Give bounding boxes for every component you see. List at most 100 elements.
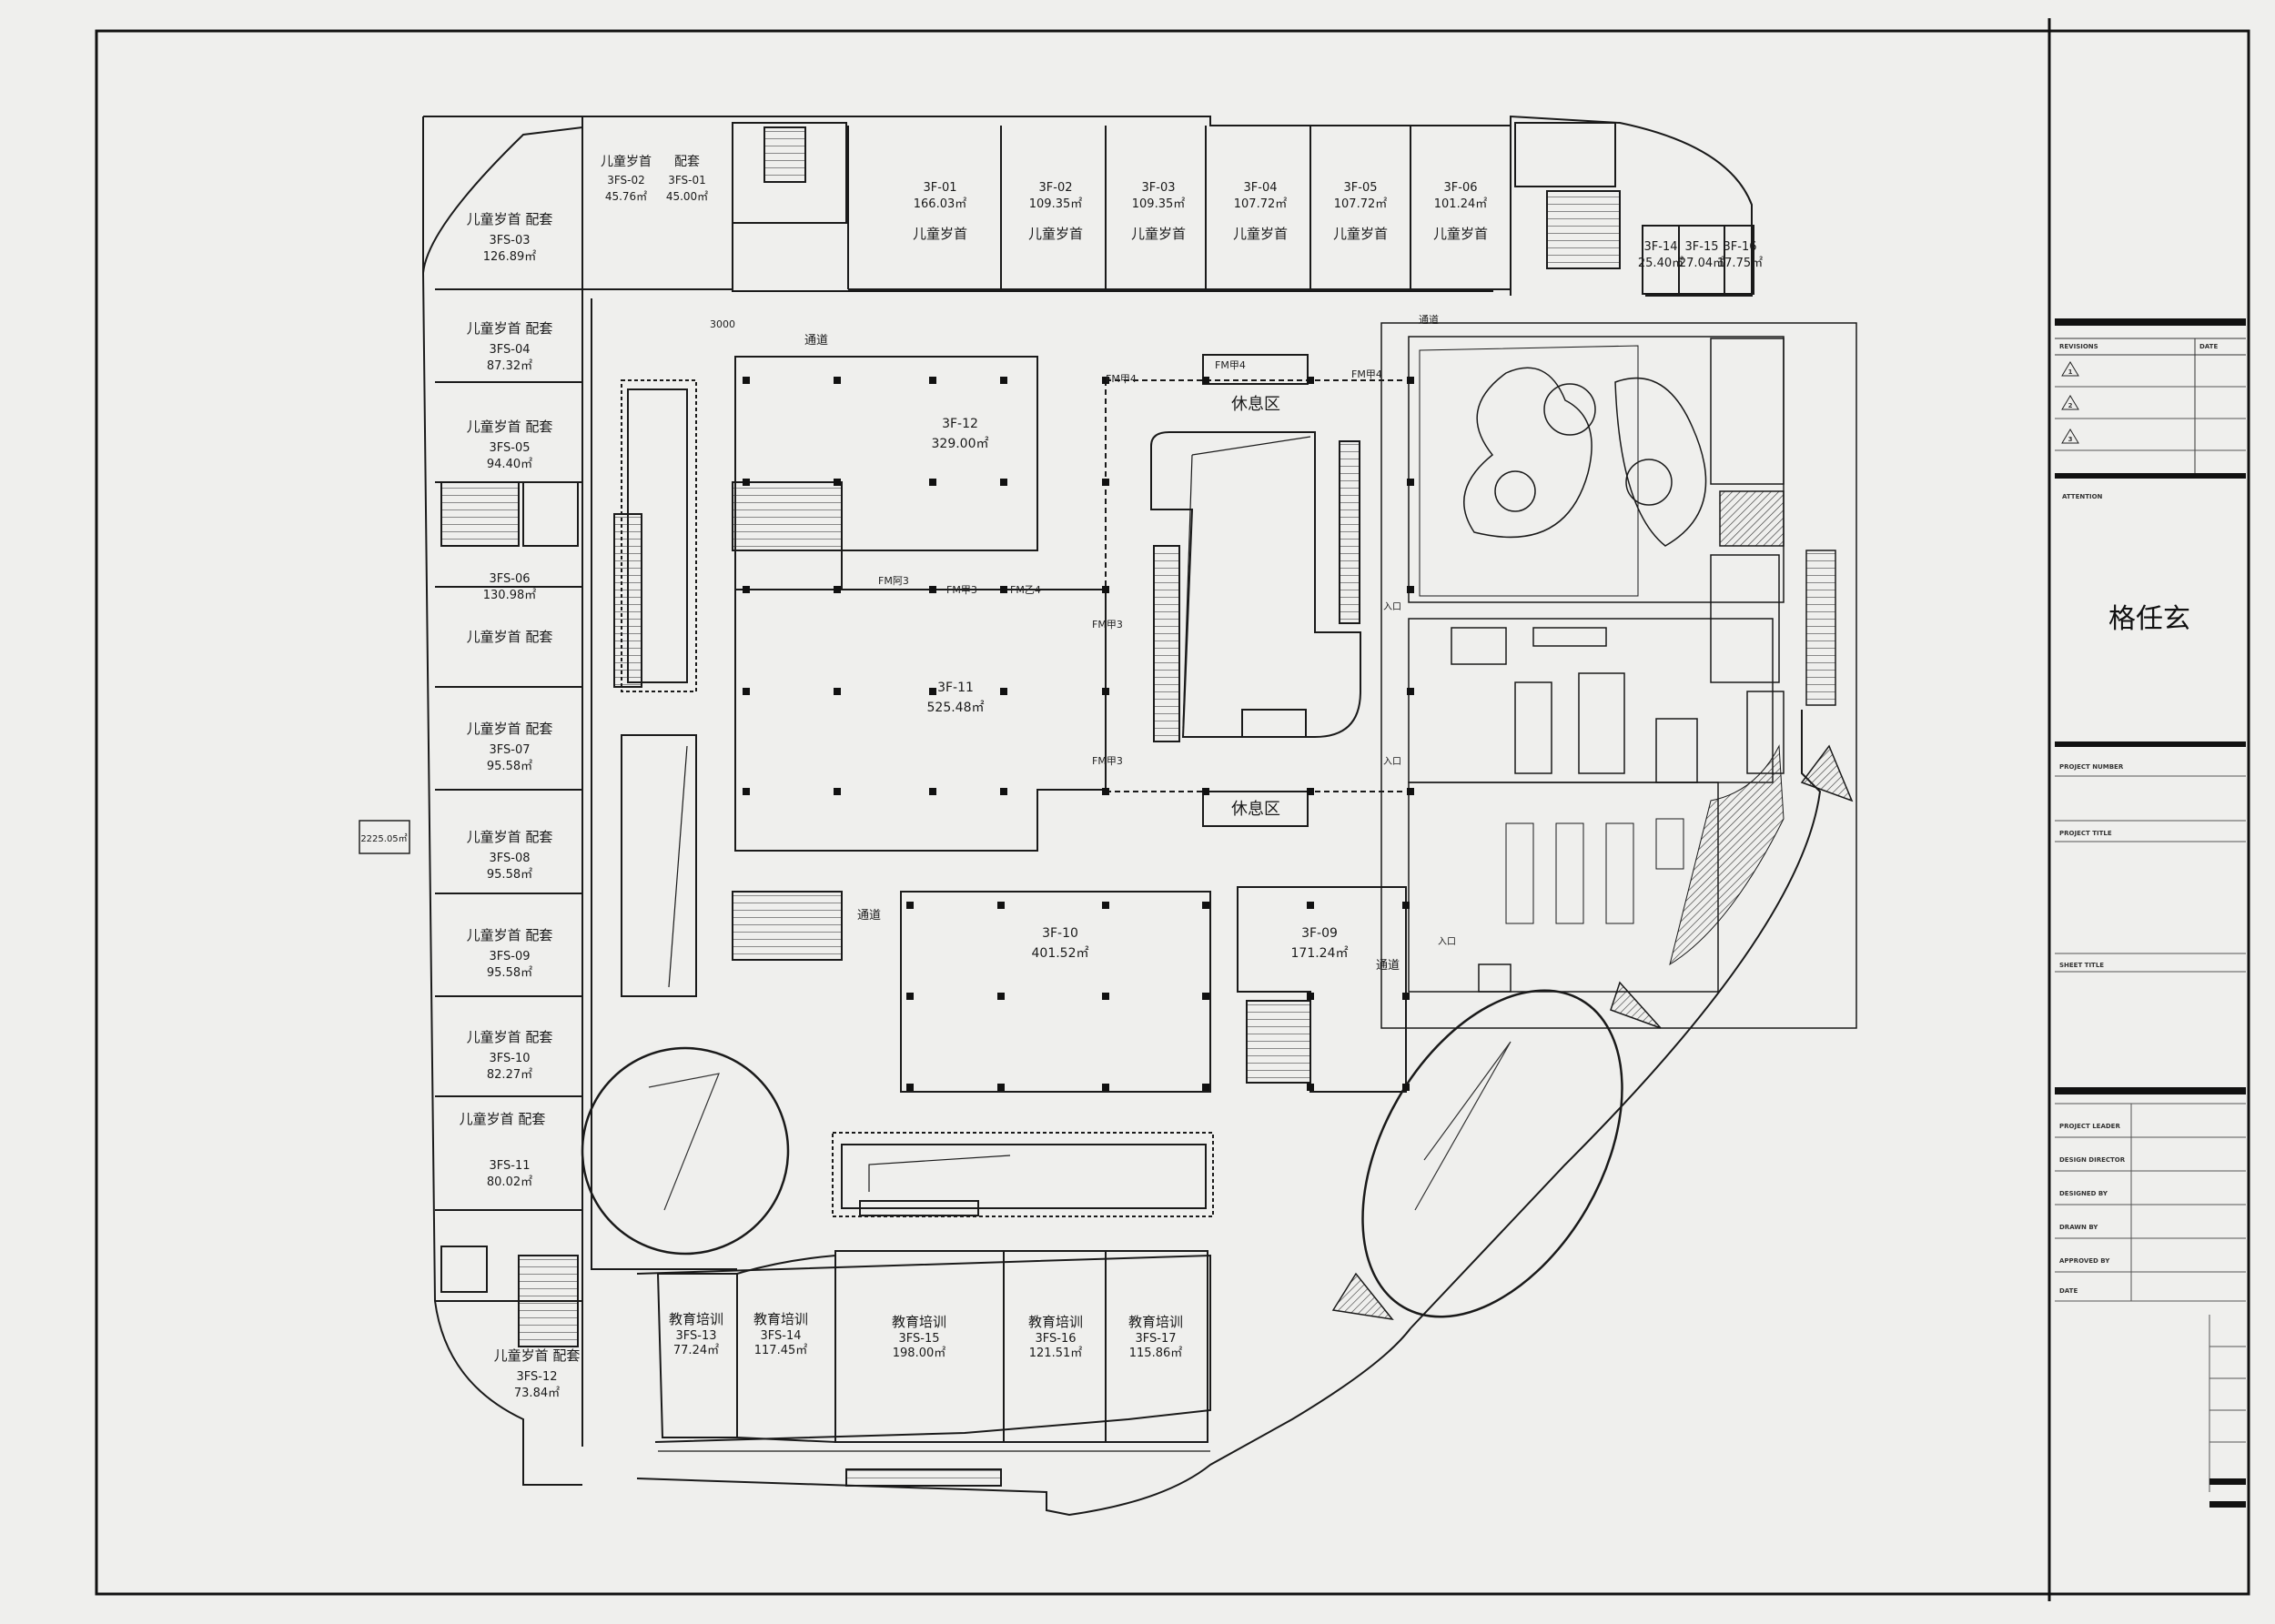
column-marker bbox=[929, 479, 936, 486]
column-marker bbox=[1102, 1084, 1109, 1091]
column-marker bbox=[1202, 1084, 1209, 1091]
svg-text:FM甲4: FM甲4 bbox=[1106, 373, 1137, 385]
unit-area-label: 171.24㎡ bbox=[1291, 946, 1349, 961]
column-marker bbox=[743, 586, 750, 593]
svg-text:FM甲3: FM甲3 bbox=[946, 584, 977, 596]
unit-name-label: 3F-05 bbox=[1344, 181, 1378, 195]
column-marker bbox=[997, 1084, 1005, 1091]
column-marker bbox=[1407, 788, 1414, 795]
column-marker bbox=[929, 788, 936, 795]
entry-label: 入口 bbox=[1383, 602, 1401, 612]
unit-area-label: 95.58㎡ bbox=[487, 760, 532, 773]
column-marker bbox=[834, 688, 841, 695]
svg-text:DATE: DATE bbox=[2059, 1287, 2078, 1295]
column-marker bbox=[743, 688, 750, 695]
column-marker bbox=[1407, 479, 1414, 486]
column-marker bbox=[1202, 902, 1209, 909]
svg-text:FM阿3: FM阿3 bbox=[878, 575, 909, 587]
title-block: REVISIONS DATE 1 2 3 ATTENTION 格任玄 PROJE… bbox=[2055, 318, 2246, 1508]
unit-name-label: 3F-15 bbox=[1685, 240, 1719, 254]
column-marker bbox=[1307, 1084, 1314, 1091]
project-name: 格任玄 bbox=[2108, 603, 2190, 635]
column-marker bbox=[1102, 788, 1109, 795]
unit-area-label: 95.58㎡ bbox=[487, 966, 532, 980]
svg-text:FM乙4: FM乙4 bbox=[1010, 584, 1041, 596]
unit-use-label: 儿童岁首 配套 bbox=[467, 211, 553, 227]
structural-columns bbox=[743, 377, 1414, 1091]
unit-use-label: 儿童岁首 配套 bbox=[467, 629, 553, 645]
sheet-border bbox=[95, 29, 2250, 1596]
column-marker bbox=[1102, 377, 1109, 384]
unit-use-label: 儿童岁首 bbox=[1028, 226, 1083, 242]
east-food-court bbox=[1380, 322, 1857, 1029]
south-units bbox=[656, 1250, 1210, 1452]
unit-use-label: 儿童岁首 配套 bbox=[467, 721, 553, 737]
unit-use-label: 教育培训 bbox=[1128, 1314, 1183, 1330]
column-marker bbox=[929, 688, 936, 695]
column-marker bbox=[834, 586, 841, 593]
total-area-label: 2225.05㎡ bbox=[360, 833, 407, 844]
unit-area-label: 45.76㎡ bbox=[605, 190, 647, 203]
unit-name-label: 3FS-08 bbox=[489, 852, 530, 865]
column-marker bbox=[743, 377, 750, 384]
unit-name-label: 3F-12 bbox=[942, 417, 978, 431]
corridor-label: 通道 bbox=[1419, 313, 1439, 326]
column-marker bbox=[1307, 993, 1314, 1000]
unit-use-label: 教育培训 bbox=[753, 1311, 808, 1327]
unit-area-label: 95.58㎡ bbox=[487, 868, 532, 882]
column-marker bbox=[997, 993, 1005, 1000]
column-marker bbox=[743, 788, 750, 795]
project-title-label: PROJECT TITLE bbox=[2059, 830, 2112, 837]
column-marker bbox=[834, 479, 841, 486]
unit-use-label: 儿童岁首 bbox=[1233, 226, 1288, 242]
unit-use-label: 儿童岁首 bbox=[1433, 226, 1488, 242]
unit-area-label: 109.35㎡ bbox=[1029, 197, 1083, 211]
column-marker bbox=[1102, 902, 1109, 909]
unit-name-label: 3F-09 bbox=[1301, 926, 1338, 941]
unit-use-label: 配套 bbox=[674, 155, 700, 169]
column-marker bbox=[1102, 993, 1109, 1000]
column-marker bbox=[834, 788, 841, 795]
unit-name-label: 3F-11 bbox=[937, 681, 974, 695]
column-marker bbox=[906, 993, 914, 1000]
unit-name-label: 3FS-10 bbox=[489, 1052, 530, 1065]
unit-area-label: 73.84㎡ bbox=[514, 1387, 560, 1400]
unit-name-label: 3FS-14 bbox=[760, 1329, 801, 1343]
unit-area-label: 126.89㎡ bbox=[483, 250, 537, 264]
svg-text:3: 3 bbox=[2068, 436, 2073, 443]
unit-use-label: 儿童岁首 bbox=[601, 154, 652, 169]
unit-use-label: 儿童岁首 配套 bbox=[460, 1111, 546, 1127]
unit-name-label: 3F-02 bbox=[1039, 181, 1073, 195]
unit-name-label: 3FS-01 bbox=[668, 174, 706, 187]
dimension-labels: 3000 FM阿3 FM甲3 FM乙4 FM甲4 FM甲4 FM甲4 FM甲3 … bbox=[710, 318, 1382, 767]
rest-area-label: 休息区 bbox=[1231, 800, 1280, 819]
revision-triangle-icon bbox=[2061, 429, 2079, 444]
west-units bbox=[435, 127, 583, 1447]
column-marker bbox=[1402, 902, 1410, 909]
unit-name-label: 3FS-06 bbox=[489, 572, 530, 586]
column-marker bbox=[1402, 1084, 1410, 1091]
svg-text:FM甲3: FM甲3 bbox=[1092, 755, 1123, 767]
unit-area-label: 198.00㎡ bbox=[893, 1347, 946, 1360]
unit-labels: 3F-01166.03㎡儿童岁首3F-02109.35㎡儿童岁首3F-03109… bbox=[460, 154, 1764, 1400]
unit-area-label: 117.45㎡ bbox=[754, 1344, 808, 1357]
attention-label: ATTENTION bbox=[2062, 493, 2103, 500]
unit-name-label: 3F-06 bbox=[1444, 181, 1478, 195]
unit-name-label: 3FS-03 bbox=[489, 234, 530, 247]
column-marker bbox=[1402, 993, 1410, 1000]
unit-name-label: 3FS-17 bbox=[1135, 1332, 1176, 1346]
unit-use-label: 儿童岁首 配套 bbox=[494, 1347, 581, 1364]
column-marker bbox=[834, 377, 841, 384]
column-marker bbox=[1202, 788, 1209, 795]
sheet-title-label: SHEET TITLE bbox=[2059, 962, 2104, 969]
total-area-box bbox=[359, 820, 410, 854]
column-marker bbox=[1000, 377, 1007, 384]
column-marker bbox=[1307, 902, 1314, 909]
unit-area-label: 121.51㎡ bbox=[1029, 1347, 1083, 1360]
revision-triangle-icon bbox=[2061, 395, 2079, 410]
unit-name-label: 3F-03 bbox=[1142, 181, 1176, 195]
column-marker bbox=[1407, 586, 1414, 593]
oval-void bbox=[1361, 989, 1623, 1318]
unit-use-label: 儿童岁首 配套 bbox=[467, 320, 553, 337]
